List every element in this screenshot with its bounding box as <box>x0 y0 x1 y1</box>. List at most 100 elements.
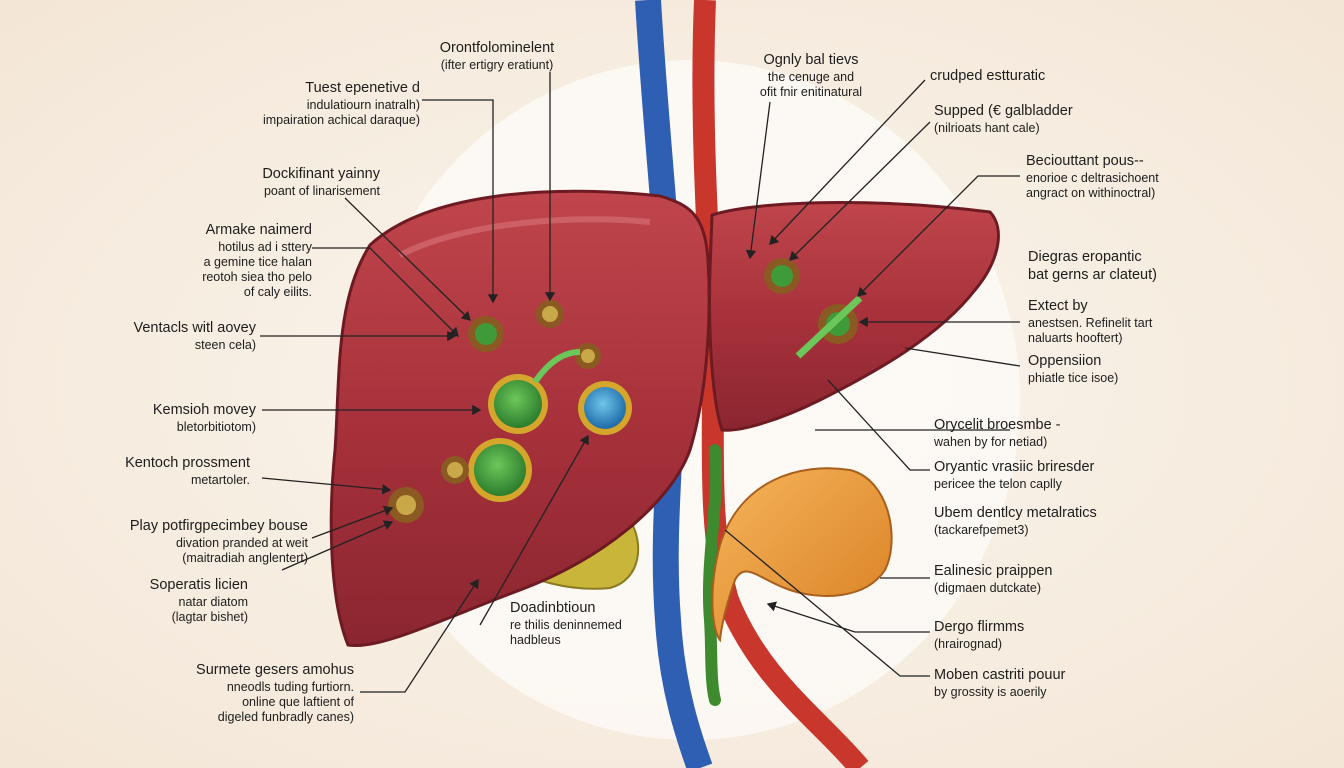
label-subtitle: indulatiourn inatralh) <box>306 97 420 112</box>
label-crudped-estturatic: crudped estturatic <box>930 68 1045 86</box>
duct-branch-left <box>532 349 581 384</box>
gallbladder <box>711 467 893 643</box>
label-title: Dergo flirmms <box>934 619 1025 635</box>
label-subtitle: hadbleus <box>510 632 561 647</box>
nodule-small-3 <box>575 343 601 369</box>
liver-highlight <box>398 216 651 258</box>
label-ognly-bal-tievs: Ognly bal tievs the cenuge and ofit fnir… <box>732 52 890 100</box>
label-title: Ventacls witl aovey <box>133 320 256 336</box>
label-subtitle: by grossity is aoerily <box>934 684 1047 699</box>
common-bile-duct <box>702 444 723 706</box>
label-subtitle: poant of linarisement <box>263 183 380 198</box>
label-armake-naimerd: Armake naimerd hotilus ad i sttery a gem… <box>202 222 312 301</box>
label-subtitle: digeled funbradly canes) <box>217 710 354 725</box>
label-ubem-dentlcy: Ubem dentlcy metalratics (tackarefpemet3… <box>934 505 1097 538</box>
label-orycelit-broesmbe: Orycelit broesmbe - wahen by for netiad) <box>934 417 1061 450</box>
label-subtitle: of caly eilits. <box>243 285 312 300</box>
label-title: Dockifinant yainny <box>262 166 380 182</box>
label-title: Doadinbtioun <box>510 600 596 616</box>
nodule-small-5 <box>388 487 424 523</box>
label-title: Moben castriti pouur <box>934 667 1066 683</box>
label-surmete-gesers: Surmete gesers amohus nneodls tuding fur… <box>196 662 354 725</box>
label-subtitle: metartoler. <box>190 472 250 487</box>
label-subtitle: bat gerns ar clateut) <box>1028 266 1157 283</box>
label-kentoch-prossment: Kentoch prossment metartoler. <box>125 455 250 488</box>
label-oryantic-vrasiic: Oryantic vrasiic briresder pericee the t… <box>934 459 1094 492</box>
label-oppensiion: Oppensiion phiatle tice isoe) <box>1028 353 1118 386</box>
nodule-small-1 <box>468 316 504 352</box>
label-title: Kentoch prossment <box>125 455 250 471</box>
label-title: Kemsioh movey <box>152 402 256 418</box>
label-title: Oryantic vrasiic briresder <box>934 459 1095 475</box>
label-dergo-flirmms: Dergo flirmms (hrairognad) <box>934 619 1024 652</box>
label-title: Extect by <box>1028 298 1088 314</box>
label-tuest-epenetive: Tuest epenetive d indulatiourn inatralh)… <box>263 80 420 128</box>
label-subtitle: nneodls tuding furtiorn. <box>226 679 354 694</box>
label-subtitle: (maitradiah anglentert) <box>182 550 308 565</box>
label-subtitle: a gemine tice halan <box>203 254 312 269</box>
label-title: crudped estturatic <box>930 68 1046 84</box>
label-kemsioh-movey: Kemsioh movey bletorbitiotom) <box>153 402 256 435</box>
label-title: Ognly bal tievs <box>763 52 859 68</box>
label-subtitle: phiatle tice isoe) <box>1028 370 1119 385</box>
nodule-large-green-1 <box>488 374 548 434</box>
duct-branch-right <box>795 295 863 359</box>
label-title: Orycelit broesmbe - <box>934 417 1061 433</box>
label-soperatis-licien: Soperatis licien natar diatom (lagtar bi… <box>150 577 248 625</box>
hepatic-artery <box>692 0 869 768</box>
label-title: Ealinesic praippen <box>934 563 1053 579</box>
leader-lines <box>260 72 1021 693</box>
label-title: Ubem dentlcy metalratics <box>934 505 1097 521</box>
label-subtitle: impairation achical daraque) <box>262 112 420 127</box>
label-title: Beciouttant pous-- <box>1026 153 1144 169</box>
label-supped-galbladder: Supped (€ galbladder (nilrioats hant cal… <box>934 103 1073 136</box>
label-subtitle: reotoh siea tho pelo <box>202 270 312 285</box>
label-doadinbtioun: Doadinbtioun re thilis deninnemed hadble… <box>510 600 622 648</box>
label-subtitle: (hrairognad) <box>934 636 1003 651</box>
nodule-right-1 <box>764 258 800 294</box>
label-subtitle: wahen by for netiad) <box>934 434 1048 449</box>
label-subtitle: anestsen. Refinelit tart <box>1028 315 1153 330</box>
label-title: Surmete gesers amohus <box>196 662 354 678</box>
label-subtitle: re thilis deninnemed <box>510 617 622 632</box>
label-subtitle: steen cela) <box>194 337 256 352</box>
label-subtitle: (digmaen dutckate) <box>934 580 1042 595</box>
label-moben-castriti: Moben castriti pouur by grossity is aoer… <box>934 667 1065 700</box>
label-play-potfirgpecimbey: Play potfirgpecimbey bouse divation pran… <box>130 518 308 566</box>
label-subtitle: natar diatom <box>178 594 248 609</box>
nodule-small-2 <box>536 300 564 328</box>
label-subtitle: angract on withinoctral) <box>1026 185 1156 200</box>
label-subtitle: bletorbitiotom) <box>176 419 256 434</box>
label-subtitle: ofit fnir enitinatural <box>759 84 863 99</box>
label-subtitle: (tackarefpemet3) <box>934 522 1029 537</box>
label-ealinesic-praippen: Ealinesic praippen (digmaen dutckate) <box>934 563 1053 596</box>
label-diegras-eropantic: Diegras eropantic bat gerns ar clateut) <box>1028 249 1157 284</box>
label-title: Play potfirgpecimbey bouse <box>129 518 308 534</box>
label-subtitle: the cenuge and <box>767 69 855 84</box>
label-subtitle: (ifter ertigry eratiunt) <box>440 57 554 72</box>
label-beciouttant-pous: Beciouttant pous-- enorioe c deltrasicho… <box>1026 153 1159 201</box>
label-subtitle: hotilus ad i sttery <box>218 239 312 254</box>
label-subtitle: naluarts hooftert) <box>1028 330 1123 345</box>
label-title: Soperatis licien <box>149 577 248 593</box>
label-title: Supped (€ galbladder <box>934 103 1073 119</box>
label-subtitle: enorioe c deltrasichoent <box>1026 170 1159 185</box>
label-title: Orontfolominelent <box>439 40 555 56</box>
label-subtitle: pericee the telon caplly <box>934 476 1062 491</box>
label-subtitle: divation pranded at weit <box>175 535 308 550</box>
nodule-small-4 <box>441 456 469 484</box>
label-extect-by: Extect by anestsen. Refinelit tart nalua… <box>1028 298 1152 346</box>
nodule-large-green-2 <box>468 438 532 502</box>
nodule-blue <box>578 381 632 435</box>
label-title: Armake naimerd <box>205 222 312 238</box>
label-dockifinant-yainny: Dockifinant yainny poant of linarisement <box>262 166 380 199</box>
label-subtitle: online que laftient of <box>242 694 354 709</box>
label-subtitle: (lagtar bishet) <box>171 609 248 624</box>
label-orontfolominelent: Orontfolominelent (ifter ertigry eratiun… <box>392 40 602 73</box>
label-title: Diegras eropantic <box>1028 249 1142 265</box>
label-title: Tuest epenetive d <box>305 80 420 96</box>
label-subtitle: (nilrioats hant cale) <box>934 120 1040 135</box>
label-title: Oppensiion <box>1028 353 1102 369</box>
